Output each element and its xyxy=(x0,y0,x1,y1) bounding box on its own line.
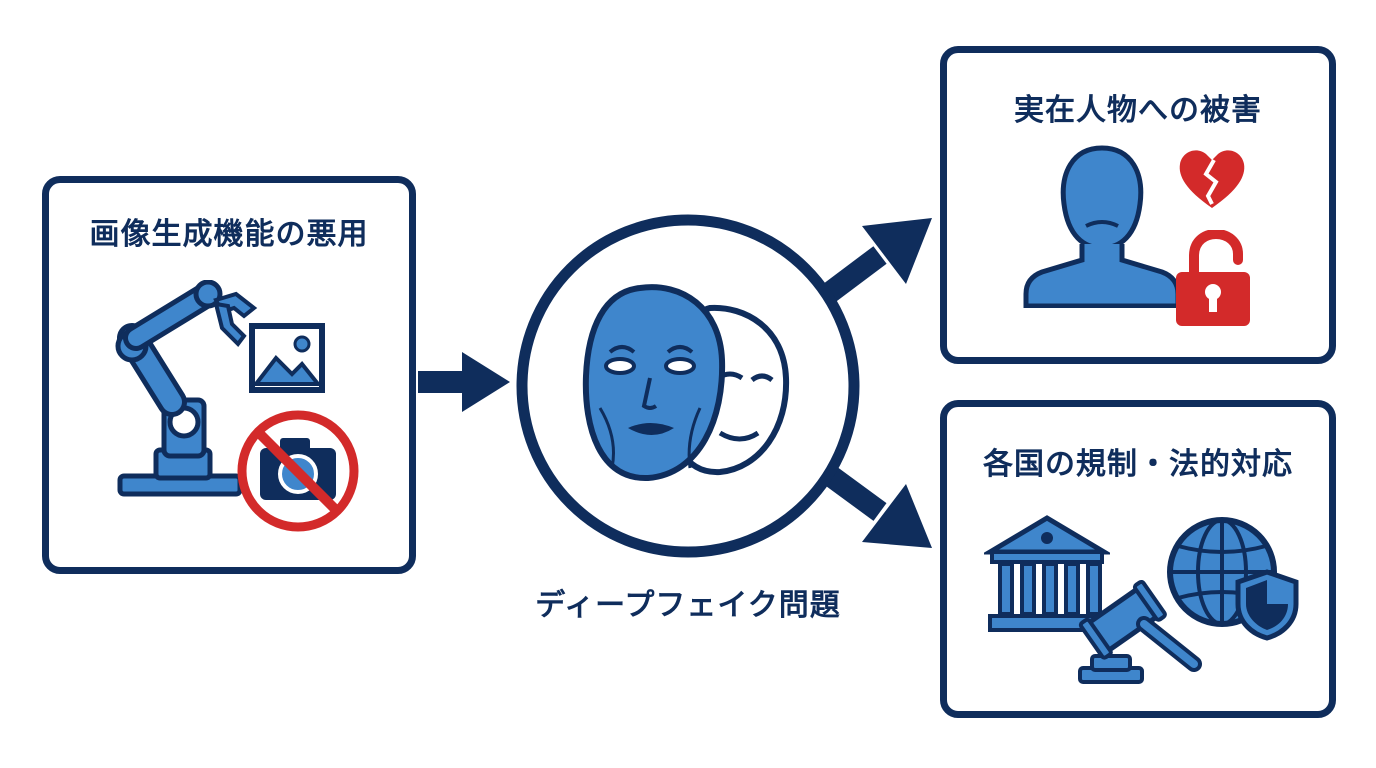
robot-arm-icon xyxy=(115,280,258,497)
shield-icon xyxy=(1235,569,1299,641)
arrow-right xyxy=(418,352,510,412)
card-title: 各国の規制・法的対応 xyxy=(983,447,1293,482)
arrow-up-right xyxy=(813,218,932,309)
no-camera-icon xyxy=(237,410,359,532)
deepfake-mask-icon xyxy=(582,284,790,482)
person-icon xyxy=(1023,145,1181,308)
card-title: 画像生成機能の悪用 xyxy=(89,217,369,252)
courthouse-icon xyxy=(984,515,1110,632)
broken-heart-icon xyxy=(1179,150,1245,208)
gavel-icon xyxy=(1078,579,1202,684)
arrow-down-right xyxy=(813,459,932,548)
center-label: ディープフェイク問題 xyxy=(535,588,841,623)
card-image-generation-misuse: 画像生成機能の悪用 xyxy=(42,176,416,574)
unlocked-padlock-icon xyxy=(1176,230,1250,326)
card-title: 実在人物への被害 xyxy=(1014,93,1262,128)
image-icon xyxy=(249,323,325,393)
